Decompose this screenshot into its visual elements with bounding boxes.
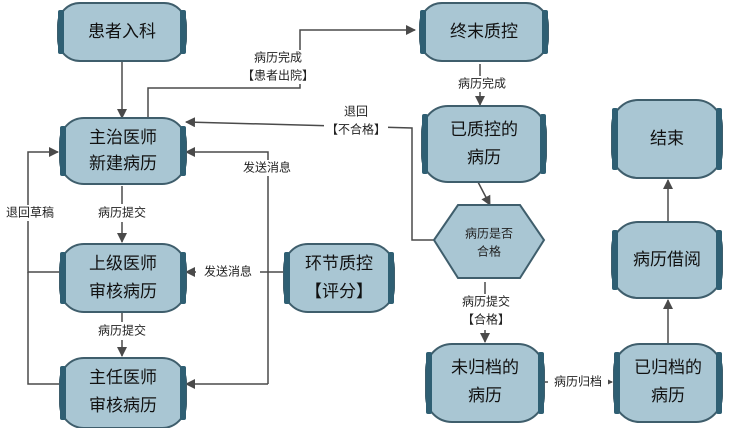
- node-qc-done-record: 已质控的 病历: [421, 105, 547, 183]
- node-unarchived: 未归档的 病历: [425, 343, 545, 423]
- edges: [27, 25, 673, 389]
- svg-text:审核病历: 审核病历: [89, 282, 157, 302]
- svg-text:患者入科: 患者入科: [88, 22, 156, 42]
- label-send-msg-right: 发送消息: [243, 160, 291, 175]
- svg-text:新建病历: 新建病历: [89, 154, 157, 174]
- svg-text:已归档的: 已归档的: [634, 358, 702, 378]
- node-final-qc: 终末质控: [419, 2, 549, 62]
- label-return-draft: 退回草稿: [6, 205, 54, 220]
- edge-stage-qc-to-attending: [185, 147, 269, 384]
- edge-labels: 病历完成 【患者出院】 病历完成 退回 【不合格】 发送消息 退回草稿 病历提交…: [2, 50, 608, 390]
- node-patient-admit: 患者入科: [57, 2, 187, 62]
- edge-qc-done-to-decision: [477, 181, 491, 206]
- edge-decision-return: [185, 117, 434, 241]
- label-pass-line2: 【合格】: [462, 312, 510, 327]
- svg-text:未归档的: 未归档的: [451, 358, 519, 378]
- label-pass-line1: 病历提交: [462, 294, 510, 309]
- node-end: 结束: [611, 99, 723, 179]
- svg-text:上级医师: 上级医师: [89, 254, 157, 274]
- node-decision: 病历是否 合格: [432, 204, 546, 279]
- label-complete-line2: 【患者出院】: [242, 69, 314, 83]
- node-director-review: 主任医师 审核病历: [59, 357, 187, 428]
- svg-text:主任医师: 主任医师: [89, 368, 157, 388]
- node-stage-qc: 环节质控 【评分】: [283, 243, 395, 313]
- node-archived: 已归档的 病历: [613, 343, 723, 423]
- label-return-line2: 【不合格】: [326, 122, 386, 137]
- svg-text:审核病历: 审核病历: [89, 396, 157, 416]
- node-superior-review: 上级医师 审核病历: [59, 243, 187, 313]
- label-archive: 病历归档: [554, 374, 602, 389]
- svg-text:终末质控: 终末质控: [450, 22, 518, 42]
- node-borrow: 病历借阅: [611, 221, 723, 299]
- label-submit-2: 病历提交: [98, 323, 146, 338]
- label-complete-line1: 病历完成: [254, 50, 302, 65]
- label-submit-1: 病历提交: [98, 205, 146, 220]
- svg-text:病历: 病历: [467, 148, 501, 168]
- svg-text:【评分】: 【评分】: [305, 282, 373, 302]
- label-send-msg-left: 发送消息: [204, 264, 252, 279]
- label-return-line1: 退回: [344, 105, 368, 119]
- node-attending-new-record: 主治医师 新建病历: [59, 117, 187, 185]
- svg-text:环节质控: 环节质控: [305, 254, 373, 274]
- label-final-to-qc: 病历完成: [458, 76, 506, 91]
- svg-text:主治医师: 主治医师: [89, 128, 157, 148]
- svg-text:病历: 病历: [651, 386, 685, 406]
- svg-text:病历借阅: 病历借阅: [633, 250, 701, 270]
- svg-text:合格: 合格: [477, 244, 501, 259]
- svg-text:病历是否: 病历是否: [465, 226, 513, 241]
- edge-return-draft-director: [27, 272, 60, 385]
- svg-text:病历: 病历: [468, 386, 502, 406]
- svg-text:已质控的: 已质控的: [450, 120, 518, 140]
- edge-attending-to-final-qc: [147, 25, 416, 118]
- svg-text:结束: 结束: [650, 129, 684, 149]
